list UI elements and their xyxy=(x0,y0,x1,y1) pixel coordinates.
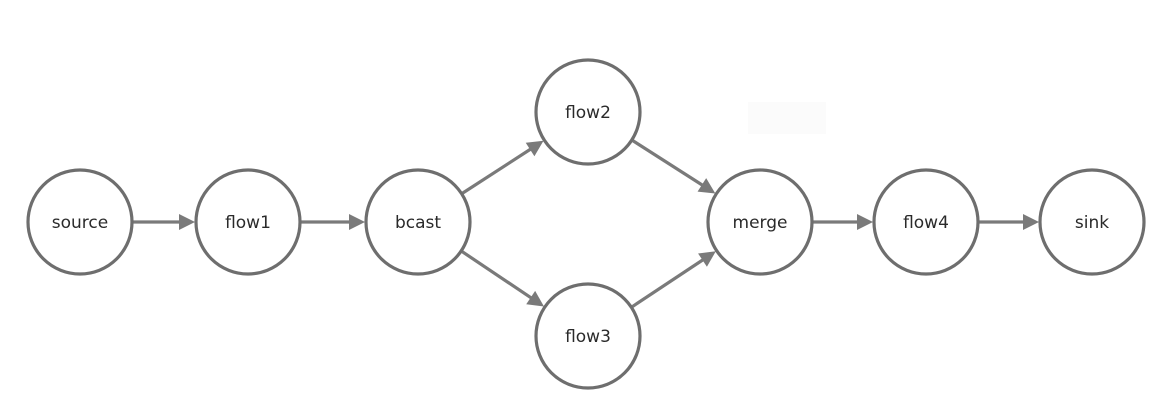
edge-merge-to-flow4 xyxy=(812,214,873,230)
node-flow1: flow1 xyxy=(194,168,302,276)
node-flow2: flow2 xyxy=(534,58,642,166)
node-bcast: bcast xyxy=(364,168,472,276)
arrowhead-icon xyxy=(1023,214,1039,230)
nodes-layer: source flow1 bcast flow2 flow3 merge flow4 sink xyxy=(26,58,1146,390)
arrowhead-icon xyxy=(526,290,544,307)
node-flow4: flow4 xyxy=(872,168,980,276)
edge-line xyxy=(630,257,706,309)
node-source: source xyxy=(26,168,134,276)
arrowhead-icon xyxy=(179,214,195,230)
arrowhead-icon xyxy=(697,178,716,194)
edge-source-to-flow1 xyxy=(132,214,195,230)
node-label: bcast xyxy=(395,213,441,233)
node-label: merge xyxy=(733,213,788,233)
edge-line xyxy=(460,249,534,301)
node-label: flow3 xyxy=(565,327,611,347)
node-flow3: flow3 xyxy=(534,282,642,390)
node-label: flow4 xyxy=(903,213,949,233)
arrowhead-icon xyxy=(857,214,873,230)
edge-bcast-to-flow2 xyxy=(460,140,544,196)
node-circle xyxy=(26,168,134,276)
background-smudge xyxy=(748,102,826,134)
node-circle xyxy=(872,168,980,276)
node-label: source xyxy=(52,213,108,233)
edge-flow2-to-merge xyxy=(630,138,716,194)
node-label: flow1 xyxy=(225,213,271,233)
edge-flow4-to-sink xyxy=(978,214,1039,230)
edge-line xyxy=(630,138,705,188)
edge-line xyxy=(460,147,533,196)
node-circle xyxy=(534,282,642,390)
node-label: flow2 xyxy=(565,103,611,123)
node-circle xyxy=(706,168,814,276)
node-circle xyxy=(194,168,302,276)
arrowhead-icon xyxy=(349,214,365,230)
node-circle xyxy=(534,58,642,166)
edge-flow3-to-merge xyxy=(630,251,716,309)
edge-flow1-to-bcast xyxy=(300,214,365,230)
node-circle xyxy=(364,168,472,276)
arrowhead-icon xyxy=(525,140,544,157)
node-sink: sink xyxy=(1038,168,1146,276)
arrowhead-icon xyxy=(698,251,716,267)
node-circle xyxy=(1038,168,1146,276)
node-merge: merge xyxy=(706,168,814,276)
edges-layer xyxy=(132,138,1039,309)
node-label: sink xyxy=(1075,213,1109,233)
edge-bcast-to-flow3 xyxy=(460,249,544,307)
